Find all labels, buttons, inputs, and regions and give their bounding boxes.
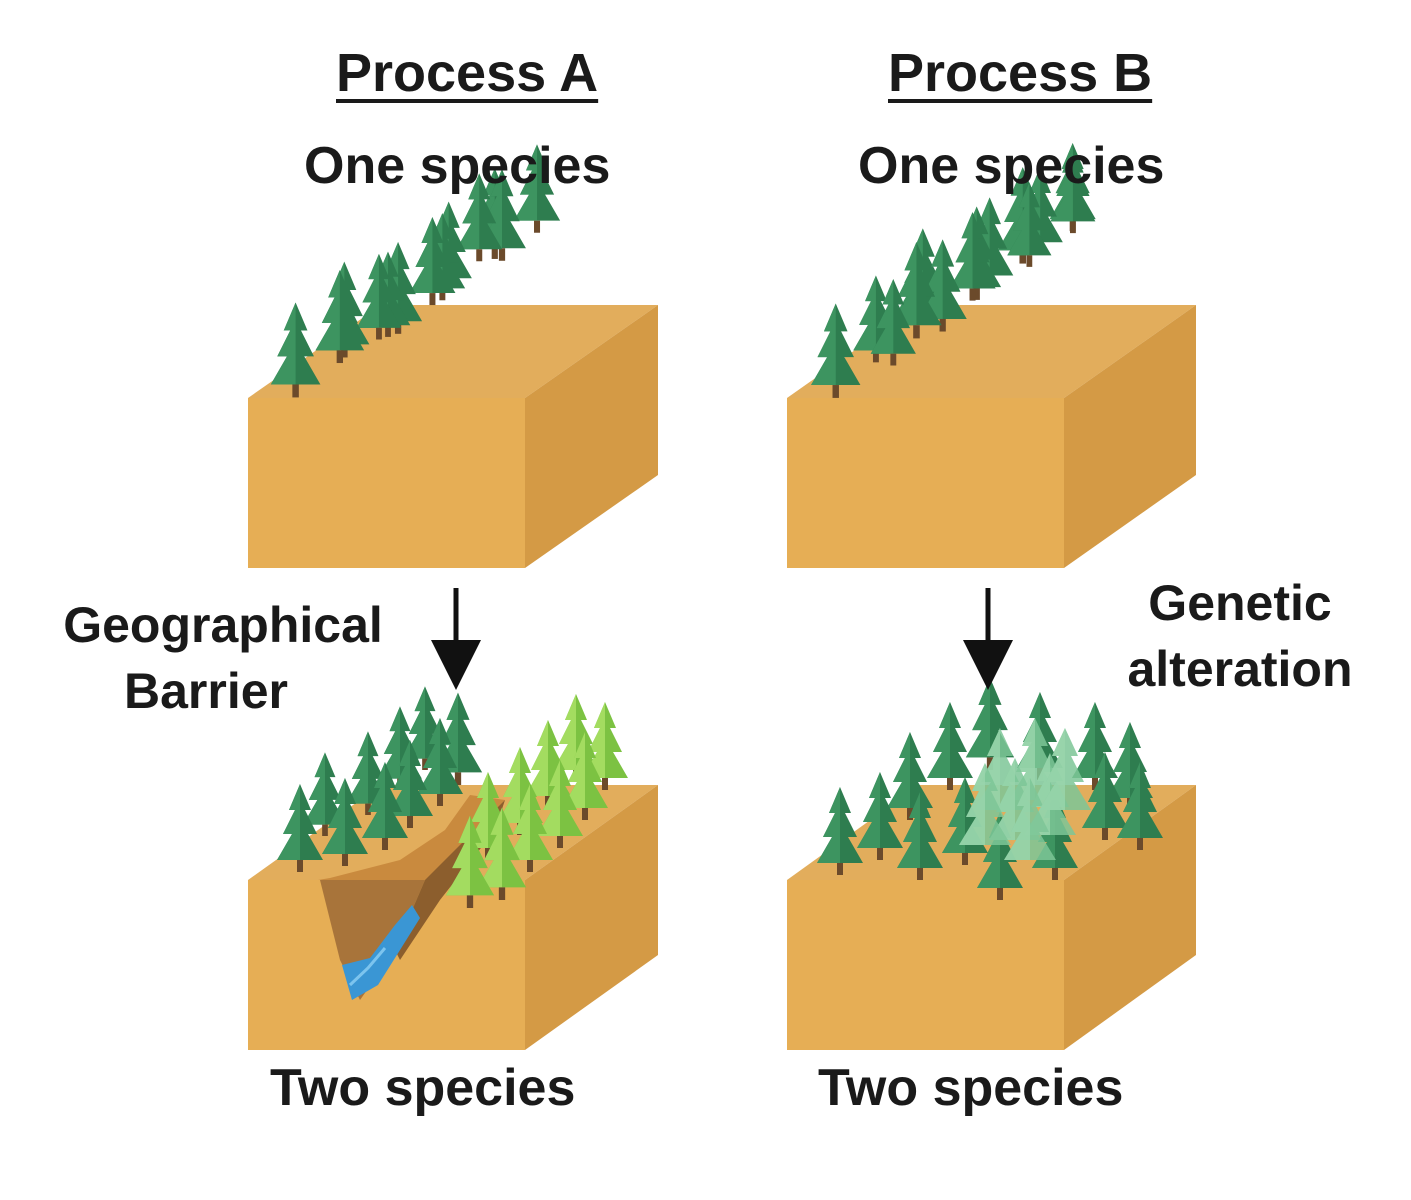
process-b-bottom-label: Two species <box>818 1059 1124 1117</box>
canyon-rim <box>318 795 505 880</box>
block-process-a-top <box>248 144 658 568</box>
process-a-arrow-label: Geographical Barrier <box>28 600 418 716</box>
soil-front-face <box>248 398 525 568</box>
block-process-a-bottom <box>248 686 658 1050</box>
soil-front-face <box>787 398 1064 568</box>
soil-side-face <box>1064 785 1196 1050</box>
process-a-bottom-label: Two species <box>270 1059 576 1117</box>
process-b-arrow-label-line2: alteration <box>1127 641 1353 697</box>
soil-front-face <box>787 880 1064 1050</box>
process-b-heading: Process B <box>888 43 1153 103</box>
block-process-b-bottom <box>787 677 1196 1050</box>
conifer-tree-icon <box>927 702 973 790</box>
soil-side-face <box>525 785 658 1050</box>
process-b-arrow-label: Genetic alteration <box>1090 578 1390 694</box>
process-a-heading: Process A <box>336 43 599 103</box>
soil-side-face <box>1064 305 1196 568</box>
soil-side-face <box>525 305 658 568</box>
conifer-tree-icon <box>811 303 861 398</box>
process-b-top-label: One species <box>858 137 1165 195</box>
process-a-arrow-label-line2: Barrier <box>124 663 288 719</box>
block-process-b-top <box>787 143 1196 568</box>
process-a-arrow-label-line1: Geographical <box>63 597 383 653</box>
conifer-tree-icon <box>965 677 1015 770</box>
process-a-top-label: One species <box>304 137 611 195</box>
process-b-arrow-label-line1: Genetic <box>1148 575 1332 631</box>
